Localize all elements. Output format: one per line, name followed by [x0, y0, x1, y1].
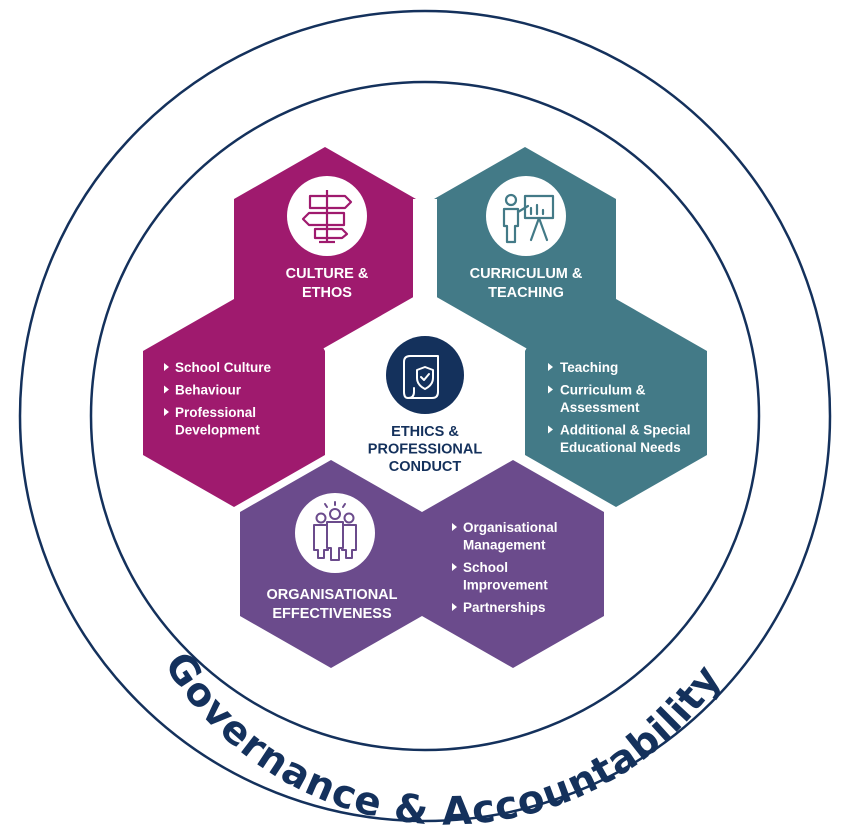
curriculum-bullet-arrow-icon — [548, 425, 553, 434]
organisational-bullet-item: Organisational — [463, 520, 558, 535]
organisational-title-line: EFFECTIVENESS — [272, 606, 392, 622]
curriculum-title-line: TEACHING — [488, 285, 564, 301]
curriculum-bullet-item: Teaching — [560, 360, 618, 375]
ethics-title-line: ETHICS & — [391, 424, 459, 440]
curriculum-title-line: CURRICULUM & — [470, 266, 583, 282]
inner-ring — [89, 80, 761, 752]
scroll-shield-icon — [403, 355, 439, 399]
organisational-effectiveness-hexagon — [240, 460, 604, 668]
culture-title-line: ETHOS — [302, 285, 352, 301]
culture-bullet-item: School Culture — [175, 360, 271, 375]
ethics-title-line: CONDUCT — [389, 459, 462, 475]
organisational-bullet-item: School — [463, 560, 508, 575]
organisational-bullet-item: Partnerships — [463, 600, 546, 615]
governance-accountability-label: Governance & Accountability — [155, 644, 730, 831]
curriculum-bullet-item: Educational Needs — [560, 440, 681, 455]
organisational-bullet-arrow-icon — [452, 563, 457, 571]
organisational-title-line: ORGANISATIONAL — [266, 587, 397, 603]
culture-bullet-item: Development — [175, 423, 260, 438]
curriculum-bullet-item: Assessment — [560, 400, 640, 415]
ethics-icon-circle — [386, 336, 464, 414]
curriculum-bullet-item: Curriculum & — [560, 383, 646, 398]
organisational-bullet-item: Management — [463, 538, 546, 553]
culture-bullet-item: Behaviour — [175, 383, 242, 398]
curriculum-bullet-item: Additional & Special — [560, 423, 691, 438]
separator-line — [323, 199, 419, 354]
culture-bullet-arrow-icon — [164, 363, 169, 371]
culture-bullet-arrow-icon — [164, 408, 169, 416]
curriculum-bullet-arrow-icon — [548, 385, 553, 394]
organisational-bullet-arrow-icon — [452, 523, 457, 531]
team-icon — [313, 501, 357, 561]
organisational-bullet-item: Improvement — [463, 578, 548, 593]
outer-ring — [18, 9, 832, 823]
ethics-title-line: PROFESSIONAL — [368, 442, 483, 458]
signpost-icon — [301, 190, 353, 244]
curriculum-bullet-arrow-icon — [548, 363, 553, 371]
culture-title-line: CULTURE & — [286, 266, 369, 282]
separator-line — [431, 199, 527, 354]
culture-bullet-arrow-icon — [164, 385, 169, 394]
organisational-bullet-arrow-icon — [452, 603, 457, 611]
presenter-icon — [502, 193, 555, 244]
culture-bullet-item: Professional — [175, 405, 256, 420]
